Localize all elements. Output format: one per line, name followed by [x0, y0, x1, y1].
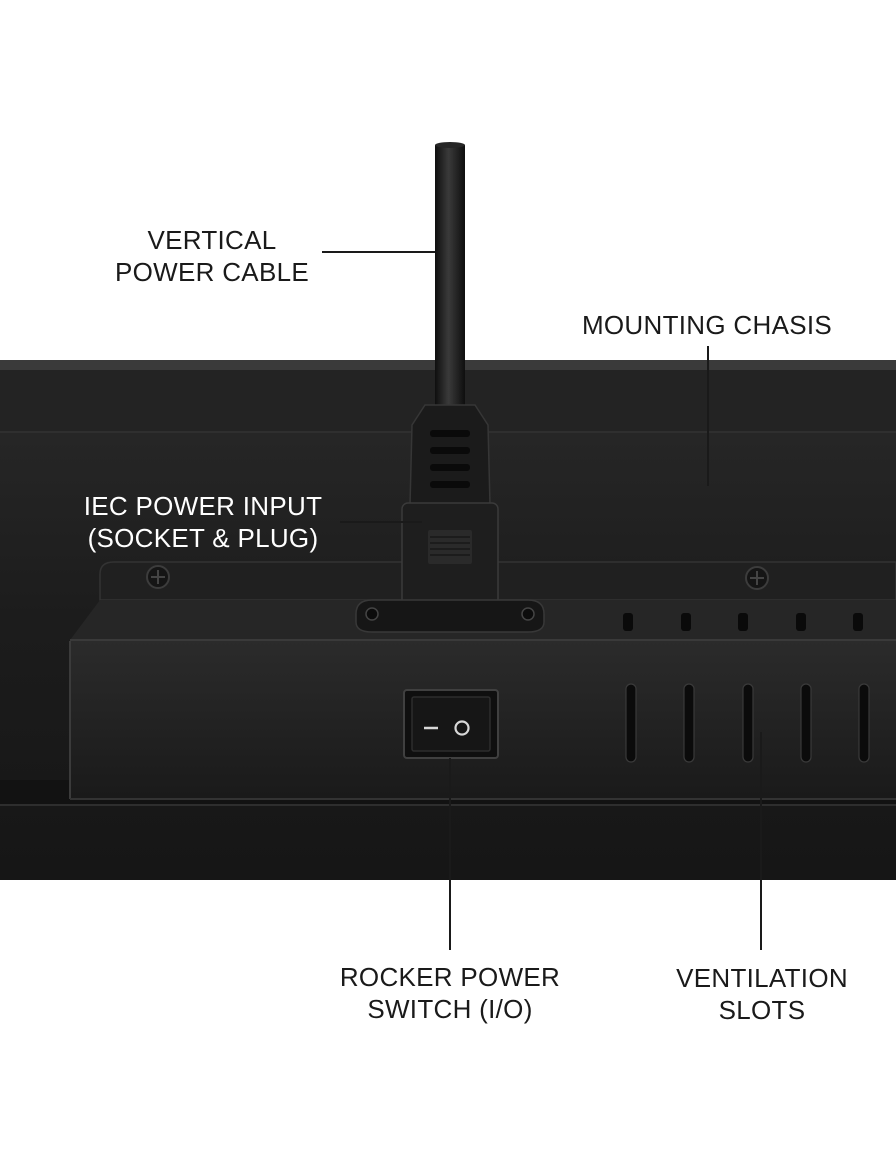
callout-vertical-power-cable: VERTICAL POWER CABLE — [102, 224, 322, 288]
callout-ventilation-slots-line2: SLOTS — [718, 995, 806, 1025]
vent-slot — [625, 683, 637, 763]
switch-off-symbol — [454, 720, 470, 736]
vent-slot-top — [738, 613, 748, 631]
vent-slot-top — [623, 613, 633, 631]
callout-rocker-power-switch-line1: ROCKER POWER — [339, 962, 561, 992]
callout-ventilation-slots-line1: VENTILATION — [676, 963, 848, 993]
vent-slot — [858, 683, 870, 763]
vent-slot-top — [796, 613, 806, 631]
screw-left — [146, 565, 170, 589]
vertical-power-cable — [435, 142, 465, 413]
ventilation-slots — [623, 613, 870, 763]
callout-ventilation-slots: VENTILATION SLOTS — [660, 962, 864, 1026]
vent-slot — [800, 683, 812, 763]
leader-line-rocker-switch — [449, 758, 451, 950]
leader-line-iec-input — [340, 521, 422, 523]
iec-power-input — [355, 404, 545, 633]
callout-iec-power-input: IEC POWER INPUT (SOCKET & PLUG) — [72, 490, 334, 554]
callout-rocker-power-switch: ROCKER POWER SWITCH (I/O) — [322, 961, 578, 1025]
callout-vertical-power-cable-line2: POWER CABLE — [114, 257, 309, 287]
vent-slot — [683, 683, 695, 763]
vent-slot-top — [853, 613, 863, 631]
screw-right — [745, 566, 769, 590]
leader-line-chassis — [707, 346, 709, 486]
callout-mounting-chassis-line1: MOUNTING CHASIS — [581, 310, 833, 340]
leader-line-ventilation — [760, 732, 762, 950]
callout-iec-power-input-line1: IEC POWER INPUT — [83, 491, 323, 521]
callout-iec-power-input-line2: (SOCKET & PLUG) — [87, 523, 319, 553]
leader-line-power-cable — [322, 251, 435, 253]
rocker-power-switch[interactable] — [403, 689, 499, 759]
vent-slot — [742, 683, 754, 763]
callout-vertical-power-cable-line1: VERTICAL — [147, 225, 277, 255]
callout-rocker-power-switch-line2: SWITCH (I/O) — [367, 994, 533, 1024]
vent-slot-top — [681, 613, 691, 631]
callout-mounting-chassis: MOUNTING CHASIS — [552, 309, 862, 341]
